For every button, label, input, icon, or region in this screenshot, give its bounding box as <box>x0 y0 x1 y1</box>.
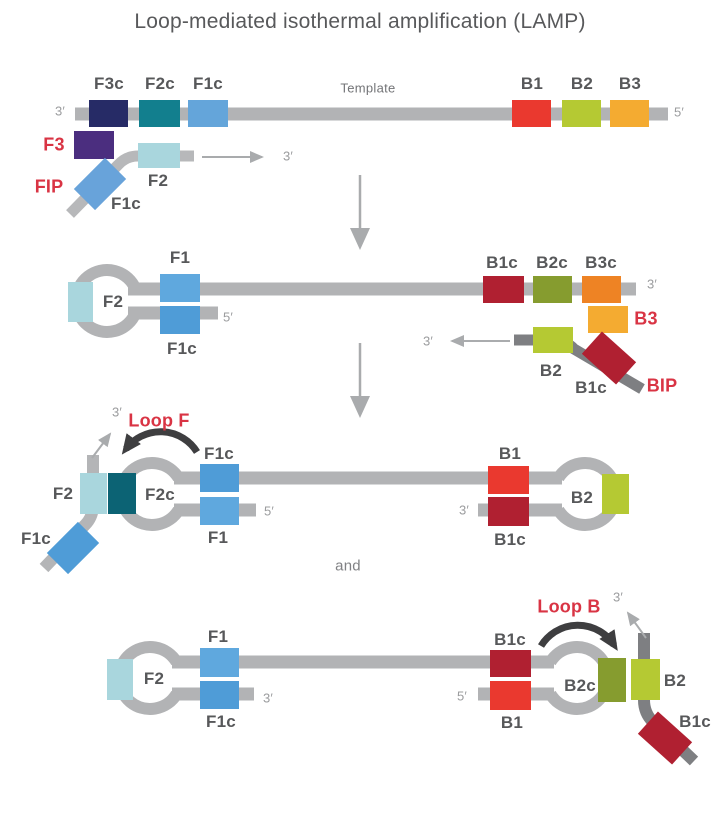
label-b3c: B3c <box>585 253 617 272</box>
label-f3-primer: F3 <box>43 134 65 155</box>
label-loop3-f1c-primer: F1c <box>21 529 51 548</box>
fip-f2-box <box>138 143 180 168</box>
label-loop3-b1: B1 <box>498 444 522 463</box>
primer-b3-box <box>588 306 628 333</box>
label-3prime-left: 3′ <box>54 103 66 119</box>
region-b2c <box>533 276 572 303</box>
label-b1c: B1c <box>486 253 518 272</box>
loop4-b2-box <box>631 659 660 700</box>
label-bip: BIP <box>646 375 678 396</box>
label-fip-arrow-3prime: 3′ <box>282 148 294 164</box>
label-loop4-b2: B2 <box>663 671 687 690</box>
label-loop-f: Loop F <box>128 410 190 431</box>
label-loop3-3prime: 3′ <box>458 502 470 518</box>
label-loop2-f1c: F1c <box>167 339 197 358</box>
label-loopf-3prime: 3′ <box>111 404 123 420</box>
loop-b-arc-arrow <box>538 621 618 651</box>
fip-primer-strand <box>66 150 194 218</box>
loop3-b1-box <box>488 466 529 494</box>
region-f1c <box>188 100 228 127</box>
label-loopb-3prime: 3′ <box>612 589 624 605</box>
label-b2: B2 <box>570 74 594 93</box>
label-b2c: B2c <box>536 253 568 272</box>
loop2-f2-box <box>68 282 93 322</box>
loop2-f1c-box <box>160 306 200 334</box>
primer-f3-box <box>74 131 114 159</box>
label-loop4-3prime-left: 3′ <box>262 690 274 706</box>
label-loop3-f2: F2 <box>52 484 74 503</box>
loop-f-prime-arrow <box>91 432 112 459</box>
loop3-b1c-box <box>488 497 529 526</box>
label-loop3-b2: B2 <box>570 488 594 507</box>
label-loop4-f1c: F1c <box>206 712 236 731</box>
label-loop3-f2c: F2c <box>145 485 175 504</box>
label-loop4-b1c-primer: B1c <box>679 712 711 731</box>
loop3-b2-box <box>602 474 629 514</box>
loop4-b1-box <box>490 681 531 710</box>
diagram-title: Loop-mediated isothermal amplification (… <box>134 10 586 33</box>
loop-b-prime-arrow <box>626 611 647 639</box>
region-b1 <box>512 100 551 127</box>
label-fip: FIP <box>34 176 64 197</box>
region-b2 <box>562 100 601 127</box>
label-f1c: F1c <box>193 74 223 93</box>
label-loop3-b1c: B1c <box>494 530 526 549</box>
region-b3c <box>582 276 621 303</box>
loop2-f1-box <box>160 274 200 302</box>
label-loop4-b1c: B1c <box>494 630 526 649</box>
loop4-b1c-box <box>490 650 531 677</box>
label-b3: B3 <box>618 74 642 93</box>
label-fip-f1c: F1c <box>111 194 141 213</box>
label-template: Template <box>340 80 396 96</box>
label-b1: B1 <box>520 74 544 93</box>
region-b1c <box>483 276 524 303</box>
label-loop3-5prime: 5′ <box>263 503 275 519</box>
region-f3c <box>89 100 128 127</box>
loop3-f1c-box <box>200 464 239 492</box>
label-fip-f2: F2 <box>147 171 169 190</box>
loop3-f2c-box <box>108 473 136 514</box>
loop4-f2-box <box>107 659 133 700</box>
region-b3 <box>610 100 649 127</box>
label-b3-primer: B3 <box>634 308 658 329</box>
label-loop4-b1: B1 <box>500 713 524 732</box>
loop4-f1c-box <box>200 681 239 709</box>
label-loop3-f1c: F1c <box>204 444 234 463</box>
label-loop-b: Loop B <box>537 596 601 617</box>
label-bip-arrow-3prime: 3′ <box>422 333 434 349</box>
label-step2-3prime: 3′ <box>646 276 658 292</box>
label-loop3-f1: F1 <box>207 528 229 547</box>
loop4-f1-box <box>200 648 239 677</box>
label-loop4-5prime: 5′ <box>456 688 468 704</box>
loop3-f2-box <box>80 473 107 514</box>
label-loop4-f2: F2 <box>143 669 165 688</box>
region-f2c <box>139 100 180 127</box>
label-and: and <box>335 557 361 575</box>
loop4-b2c-box <box>598 658 626 702</box>
label-loop2-f1: F1 <box>169 248 191 267</box>
label-f3c: F3c <box>94 74 124 93</box>
label-bip-b2: B2 <box>539 361 563 380</box>
label-loop4-f1: F1 <box>207 627 229 646</box>
bip-b2-box <box>533 327 573 353</box>
label-loop2-f2: F2 <box>102 292 124 311</box>
label-loop2-5prime: 5′ <box>222 309 234 325</box>
label-bip-b1c: B1c <box>575 378 607 397</box>
label-f2c: F2c <box>145 74 175 93</box>
loop-f-arc-arrow <box>121 428 200 455</box>
loop3-f1-box <box>200 497 239 525</box>
label-5prime-right: 5′ <box>673 104 685 120</box>
label-loop4-b2c: B2c <box>564 676 596 695</box>
